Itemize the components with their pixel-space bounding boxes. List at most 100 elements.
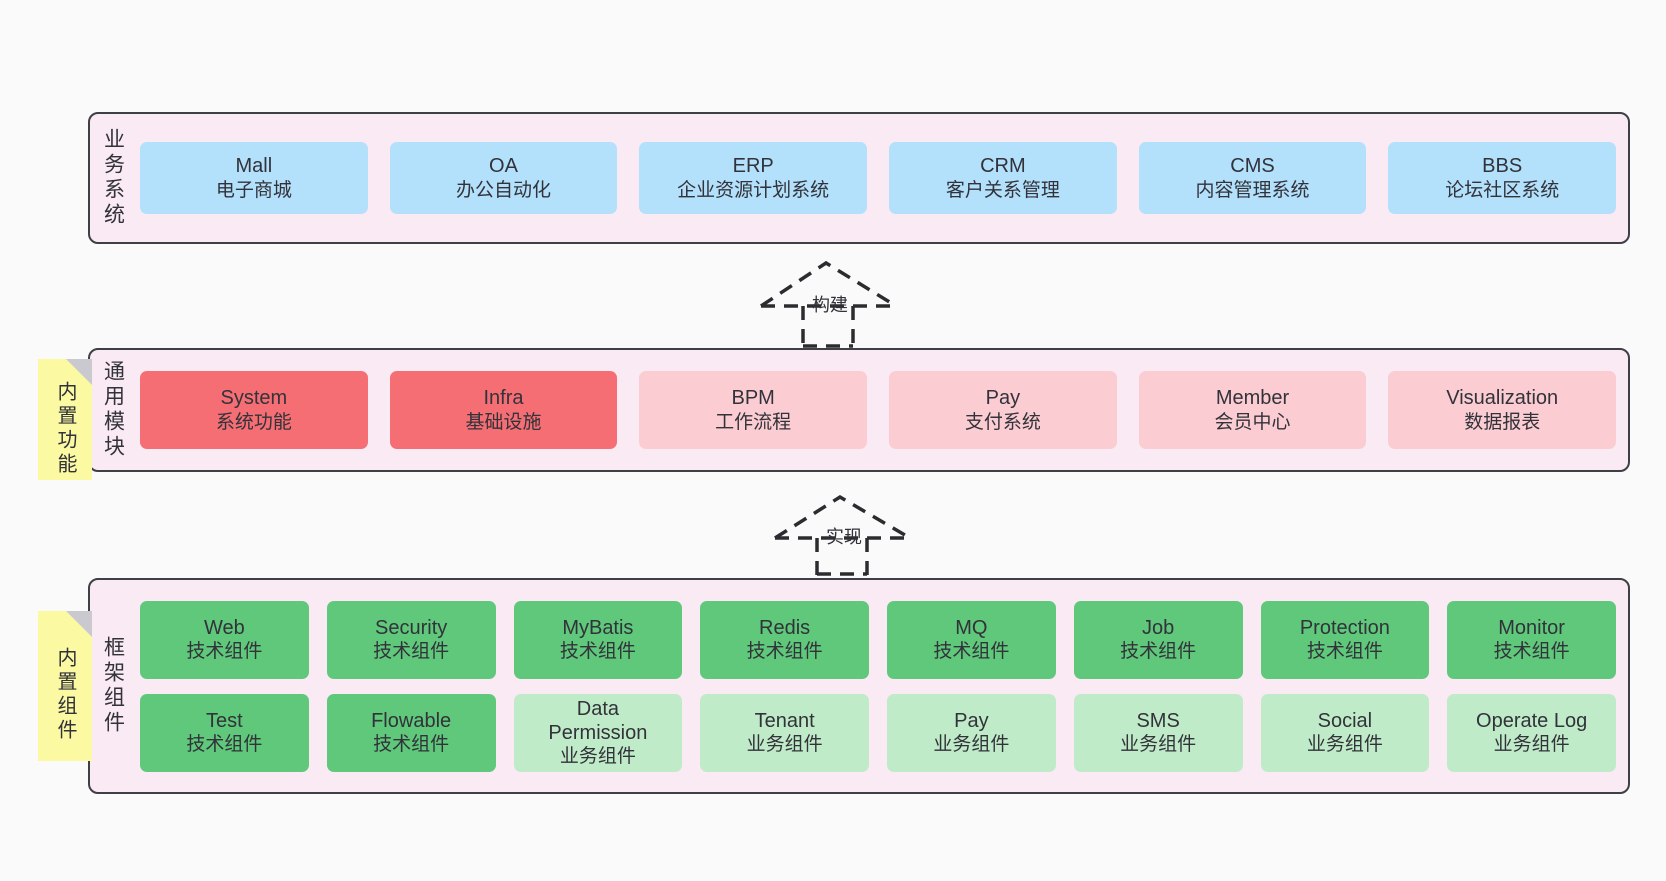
component-box-monitor[interactable]: Monitor 技术组件 [1447,600,1616,679]
module-box-member[interactable]: Member 会员中心 [1138,371,1367,449]
module-subtitle: 数据报表 [1464,411,1541,433]
component-subtitle: 技术组件 [933,641,1010,663]
component-title: Pay [954,709,989,732]
component-subtitle: 技术组件 [186,734,263,756]
connector-build: 构建 [756,258,906,348]
module-box-crm[interactable]: CRM 客户关系管理 [889,142,1117,214]
band-label-business-systems: 业务系统 [101,128,125,228]
connector-implement-label: 实现 [826,527,862,547]
module-subtitle: 内容管理系统 [1195,179,1310,201]
module-subtitle: 基础设施 [465,411,542,433]
module-box-bbs[interactable]: BBS 论坛社区系统 [1388,142,1617,214]
module-title: Member [1215,387,1290,410]
component-title: Redis [759,616,811,639]
module-title: OA [489,155,518,178]
module-title: BBS [1482,155,1523,178]
component-subtitle: 业务组件 [746,734,823,756]
module-title: CMS [1230,155,1275,178]
band-label-common-modules: 通用模块 [101,360,125,460]
module-title: ERP [732,155,774,178]
component-box-data-permission[interactable]: Data Permission 业务组件 [513,693,683,772]
module-box-visualization[interactable]: Visualization 数据报表 [1388,371,1617,449]
component-subtitle: 技术组件 [373,734,450,756]
component-box-job[interactable]: Job 技术组件 [1073,600,1243,679]
module-title: CRM [980,155,1026,178]
component-title: MQ [955,616,988,639]
box-row: Mall 电子商城 OA 办公自动化 ERP 企业资源计划系统 CRM 客户关系… [140,142,1617,214]
box-row: Web 技术组件 Security 技术组件 MyBatis 技术组件 Redi… [140,600,1616,679]
box-grid-business-systems: Mall 电子商城 OA 办公自动化 ERP 企业资源计划系统 CRM 客户关系… [136,114,1628,242]
component-box-web[interactable]: Web 技术组件 [140,600,309,679]
module-box-pay[interactable]: Pay 支付系统 [889,371,1117,449]
component-subtitle: 技术组件 [186,641,263,663]
component-subtitle: 技术组件 [1493,641,1570,663]
module-title: Pay [985,387,1021,410]
component-subtitle: 业务组件 [933,734,1010,756]
component-box-protection[interactable]: Protection 技术组件 [1260,600,1430,679]
component-title: Security [375,616,448,639]
component-box-mybatis[interactable]: MyBatis 技术组件 [513,600,683,679]
module-box-bpm[interactable]: BPM 工作流程 [639,371,868,449]
band-label-framework-components: 框架组件 [101,636,125,736]
module-title: Mall [235,155,273,178]
module-box-cms[interactable]: CMS 内容管理系统 [1138,142,1367,214]
component-subtitle: 业务组件 [1306,734,1383,756]
note-label: 内置组件 [54,647,76,743]
component-box-operate-log[interactable]: Operate Log 业务组件 [1447,693,1616,772]
component-title: Web [203,616,245,639]
component-title: Tenant [754,709,815,732]
module-box-erp[interactable]: ERP 企业资源计划系统 [639,142,868,214]
connector-implement: 实现 [770,492,920,576]
module-box-infra[interactable]: Infra 基础设施 [389,371,618,449]
module-title: Infra [483,387,524,410]
component-title: Data Permission [548,697,648,744]
module-subtitle: 办公自动化 [456,179,552,201]
component-title: Operate Log [1476,709,1588,732]
box-row: Test 技术组件 Flowable 技术组件 Data Permission … [140,693,1616,772]
module-box-mall[interactable]: Mall 电子商城 [140,142,368,214]
component-title: Flowable [371,709,452,732]
module-subtitle: 电子商城 [215,179,292,201]
note-builtin-features: 内置功能 [38,359,92,480]
component-title: SMS [1136,709,1180,732]
component-subtitle: 技术组件 [373,641,450,663]
component-box-mq[interactable]: MQ 技术组件 [887,600,1056,679]
module-title: BPM [731,387,775,410]
module-box-oa[interactable]: OA 办公自动化 [389,142,618,214]
module-subtitle: 企业资源计划系统 [677,179,830,201]
component-subtitle: 技术组件 [746,641,823,663]
component-subtitle: 技术组件 [1306,641,1383,663]
component-box-flowable[interactable]: Flowable 技术组件 [326,693,496,772]
component-subtitle: 技术组件 [1120,641,1197,663]
connector-build-label: 构建 [812,295,848,315]
component-box-test[interactable]: Test 技术组件 [140,693,309,772]
component-subtitle: 业务组件 [1120,734,1197,756]
box-grid-common-modules: System 系统功能 Infra 基础设施 BPM 工作流程 Pay 支付系统… [136,350,1628,470]
module-subtitle: 支付系统 [964,411,1041,433]
component-title: Job [1142,616,1175,639]
component-box-redis[interactable]: Redis 技术组件 [700,600,869,679]
component-box-pay[interactable]: Pay 业务组件 [887,693,1056,772]
component-subtitle: 技术组件 [559,641,636,663]
connector-implement-arrow [774,494,911,576]
component-title: Test [206,709,243,732]
module-subtitle: 系统功能 [215,411,292,433]
component-title: Protection [1299,616,1390,639]
module-box-system[interactable]: System 系统功能 [140,371,368,449]
component-box-security[interactable]: Security 技术组件 [326,600,496,679]
component-subtitle: 业务组件 [559,746,636,768]
component-title: MyBatis [562,616,634,639]
component-box-social[interactable]: Social 业务组件 [1260,693,1430,772]
module-subtitle: 论坛社区系统 [1445,179,1560,201]
connector-build-arrow [760,260,897,348]
module-subtitle: 工作流程 [715,411,792,433]
note-label: 内置功能 [54,380,76,477]
layer-common-modules: 通用模块 System 系统功能 Infra 基础设施 BPM 工作流程 Pay… [88,348,1630,472]
component-subtitle: 业务组件 [1493,734,1570,756]
component-box-tenant[interactable]: Tenant 业务组件 [700,693,869,772]
component-title: Monitor [1498,616,1565,639]
component-box-sms[interactable]: SMS 业务组件 [1073,693,1243,772]
module-title: Visualization [1446,387,1559,410]
box-row: System 系统功能 Infra 基础设施 BPM 工作流程 Pay 支付系统… [140,371,1617,449]
